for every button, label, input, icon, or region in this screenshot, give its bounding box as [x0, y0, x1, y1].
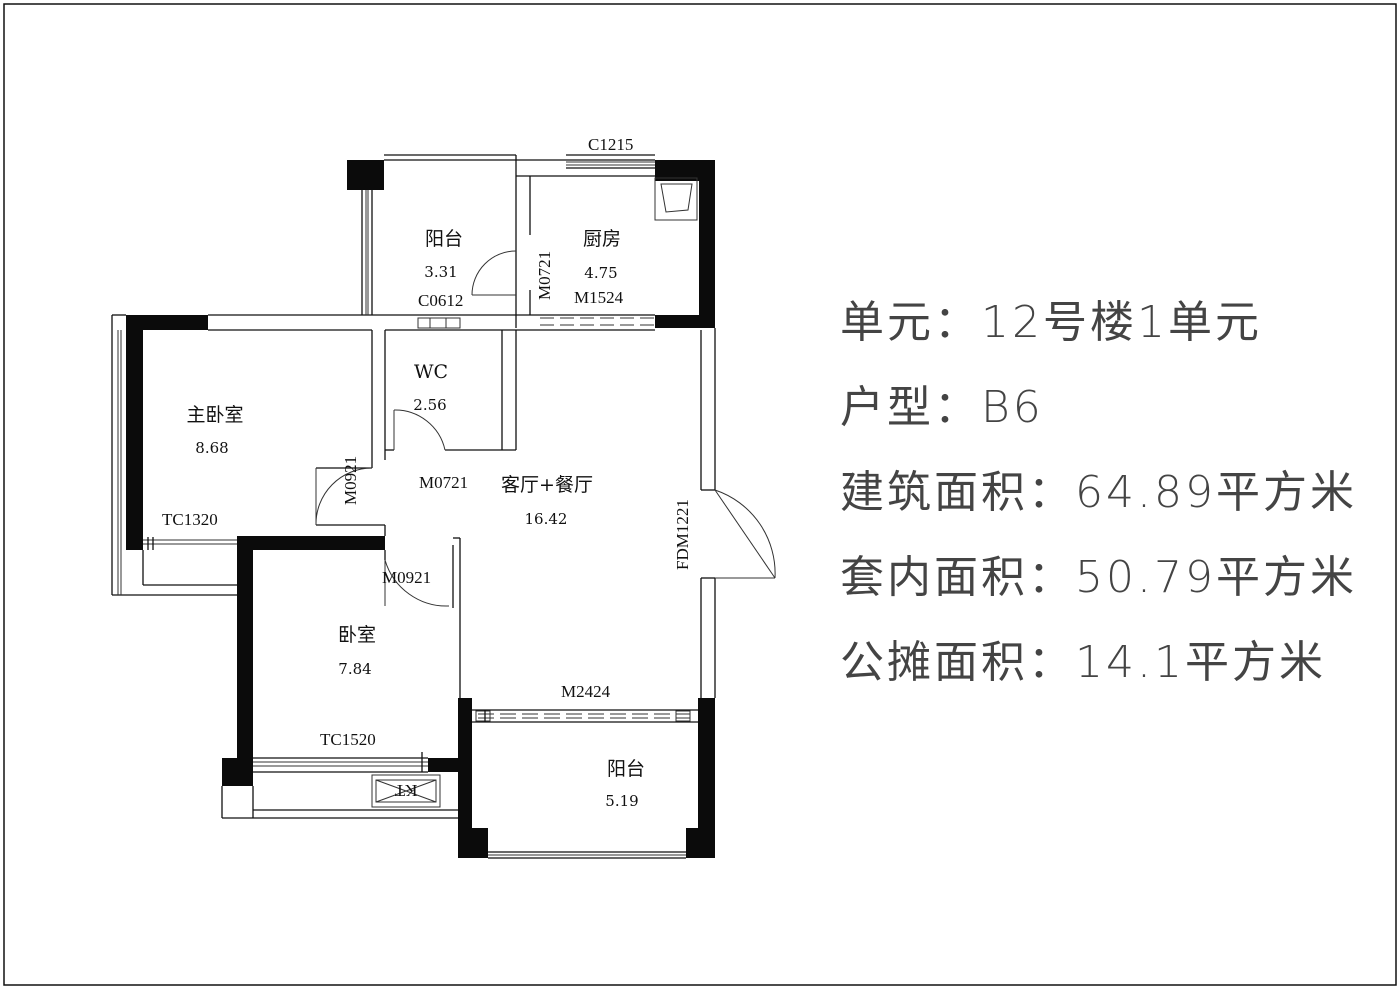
room-name-master-bedroom: 主卧室 — [186, 404, 243, 426]
label-c0612: C0612 — [418, 291, 463, 310]
room-name-balcony-bottom: 阳台 — [607, 758, 645, 780]
structural-walls — [126, 160, 715, 858]
label-m0721-kitchen: M0721 — [535, 251, 554, 300]
label-m0721-wc: M0721 — [419, 473, 468, 492]
label-c1215: C1215 — [588, 135, 633, 154]
room-name-living-dining: 客厅+餐厅 — [501, 474, 593, 496]
info-interior-area: 套内面积：50.79平方米 — [840, 552, 1357, 603]
room-area-wc: 2.56 — [413, 396, 446, 414]
ac-unit — [371, 774, 441, 808]
info-building-area: 建筑面积：64.89平方米 — [840, 467, 1357, 518]
partition-walls — [111, 154, 716, 859]
room-name-bedroom: 卧室 — [338, 624, 376, 646]
label-m0921-bedroom: M0921 — [382, 568, 431, 587]
room-area-kitchen: 4.75 — [584, 264, 617, 282]
label-tc1320: TC1320 — [162, 510, 218, 529]
room-area-bedroom: 7.84 — [338, 660, 371, 678]
label-fdm1221: FDM1221 — [673, 499, 692, 570]
room-area-balcony-bottom: 5.19 — [605, 792, 638, 810]
label-m1524: M1524 — [574, 288, 624, 307]
info-type: 户型：B6 — [840, 382, 1044, 433]
room-area-balcony-top: 3.31 — [424, 263, 457, 281]
kitchen-sink — [654, 177, 698, 221]
label-tc1520: TC1520 — [320, 730, 376, 749]
info-unit: 单元：12号楼1单元 — [840, 297, 1262, 348]
room-name-balcony-top: 阳台 — [425, 228, 463, 250]
label-m2424: M2424 — [561, 682, 611, 701]
room-name-kitchen: 厨房 — [583, 228, 621, 250]
info-shared-area: 公摊面积：14.1平方米 — [840, 637, 1326, 688]
unit-info-panel: 单元：12号楼1单元 户型：B6 建筑面积：64.89平方米 套内面积：50.7… — [840, 288, 1357, 713]
door-swings — [315, 250, 776, 607]
label-m0921-master: M0921 — [341, 456, 360, 505]
room-area-master-bedroom: 8.68 — [195, 439, 228, 457]
room-area-living-dining: 16.42 — [525, 510, 568, 528]
window-markers — [147, 537, 486, 772]
room-name-wc: WC — [414, 361, 448, 383]
windows — [117, 161, 691, 856]
page-border — [3, 3, 1397, 986]
ac-label: KT — [394, 781, 417, 800]
